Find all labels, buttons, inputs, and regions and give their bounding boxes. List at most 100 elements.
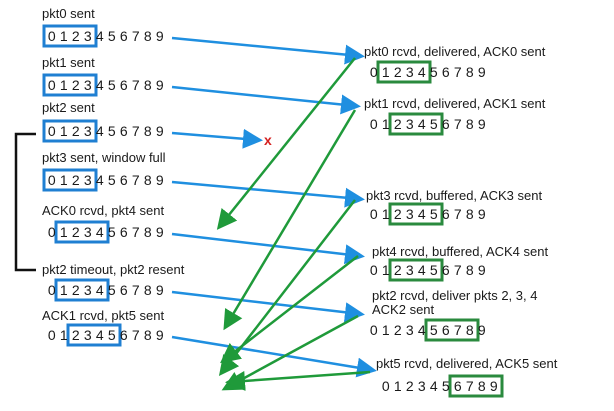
data-packet-arrow	[171, 85, 361, 115]
receiver-window-box	[448, 374, 504, 398]
seq-num-7: 7	[453, 206, 463, 222]
sender-event-label: pkt3 sent, window full	[42, 150, 166, 165]
seq-num-7: 7	[131, 224, 141, 240]
seq-num-8: 8	[465, 206, 475, 222]
seq-num-0: 0	[369, 116, 379, 132]
sender-window-box	[66, 323, 122, 347]
receiver-event-label: pkt1 rcvd, delivered, ACK1 sent	[364, 96, 546, 111]
sender-window-box	[42, 168, 98, 192]
seq-num-5: 5	[107, 282, 117, 298]
seq-num-9: 9	[155, 224, 165, 240]
seq-num-5: 5	[429, 322, 439, 338]
seq-num-0: 0	[369, 322, 379, 338]
seq-num-6: 6	[441, 206, 451, 222]
receiver-window-box	[388, 258, 444, 282]
data-packet-arrow	[171, 290, 365, 323]
seq-num-5: 5	[107, 123, 117, 139]
seq-num-6: 6	[119, 77, 129, 93]
ack-arrow	[216, 57, 356, 230]
sender-event-label: ACK1 rcvd, pkt5 sent	[42, 308, 165, 323]
seq-num-1: 1	[59, 224, 69, 240]
data-packet-arrow	[171, 232, 365, 265]
seq-num-3: 3	[83, 28, 93, 44]
seq-num-7: 7	[453, 64, 463, 80]
ack-arrow	[221, 314, 359, 391]
data-packet-arrow	[171, 36, 365, 65]
receiver-event-label: pkt2 rcvd, deliver pkts 2, 3, 4	[372, 288, 538, 303]
sender-event-label: pkt0 sent	[42, 6, 95, 21]
sender-event-label: pkt2 timeout, pkt2 resent	[42, 262, 185, 277]
seq-num-3: 3	[83, 224, 93, 240]
seq-num-2: 2	[71, 172, 81, 188]
seq-num-7: 7	[131, 172, 141, 188]
seq-num-3: 3	[417, 378, 427, 394]
sender-window-box	[42, 24, 98, 48]
seq-num-4: 4	[95, 327, 105, 343]
seq-num-8: 8	[143, 28, 153, 44]
seq-num-9: 9	[477, 206, 487, 222]
seq-num-9: 9	[155, 327, 165, 343]
seq-num-6: 6	[441, 262, 451, 278]
sender-window-box	[42, 73, 98, 97]
seq-num-8: 8	[477, 378, 487, 394]
receiver-window-box	[376, 60, 432, 84]
seq-num-9: 9	[477, 64, 487, 80]
seq-num-2: 2	[393, 322, 403, 338]
seq-num-2: 2	[71, 327, 81, 343]
seq-num-3: 3	[83, 327, 93, 343]
receiver-window-box	[388, 112, 444, 136]
seq-num-4: 4	[417, 64, 427, 80]
ack-arrow	[225, 370, 371, 391]
seq-num-7: 7	[131, 77, 141, 93]
seq-num-3: 3	[83, 172, 93, 188]
seq-num-1: 1	[59, 123, 69, 139]
seq-num-2: 2	[393, 64, 403, 80]
receiver-event-label: pkt4 rcvd, buffered, ACK4 sent	[372, 244, 549, 259]
seq-num-6: 6	[119, 282, 129, 298]
seq-num-2: 2	[71, 123, 81, 139]
seq-num-2: 2	[393, 116, 403, 132]
seq-num-6: 6	[441, 322, 451, 338]
seq-num-5: 5	[441, 378, 451, 394]
data-packet-arrow	[171, 335, 377, 378]
seq-num-5: 5	[429, 64, 439, 80]
seq-num-6: 6	[119, 172, 129, 188]
seq-num-1: 1	[59, 172, 69, 188]
seq-num-9: 9	[155, 28, 165, 44]
seq-num-6: 6	[119, 224, 129, 240]
seq-num-1: 1	[59, 327, 69, 343]
seq-num-8: 8	[465, 116, 475, 132]
seq-num-3: 3	[405, 322, 415, 338]
sender-event-label: pkt1 sent	[42, 55, 95, 70]
seq-num-1: 1	[381, 206, 391, 222]
seq-num-6: 6	[119, 123, 129, 139]
seq-num-5: 5	[107, 172, 117, 188]
receiver-window-box	[424, 318, 480, 342]
packet-loss-mark: x	[264, 132, 272, 148]
seq-num-0: 0	[47, 77, 57, 93]
seq-num-9: 9	[477, 322, 487, 338]
seq-num-3: 3	[83, 282, 93, 298]
seq-num-2: 2	[71, 282, 81, 298]
seq-num-4: 4	[417, 322, 427, 338]
seq-num-7: 7	[131, 28, 141, 44]
seq-num-9: 9	[155, 172, 165, 188]
seq-num-2: 2	[71, 77, 81, 93]
seq-num-8: 8	[143, 224, 153, 240]
seq-num-8: 8	[143, 172, 153, 188]
seq-num-7: 7	[131, 282, 141, 298]
sender-event-label: pkt2 sent	[42, 100, 95, 115]
seq-num-8: 8	[143, 282, 153, 298]
seq-num-0: 0	[369, 64, 379, 80]
seq-num-3: 3	[405, 64, 415, 80]
seq-num-9: 9	[489, 378, 499, 394]
